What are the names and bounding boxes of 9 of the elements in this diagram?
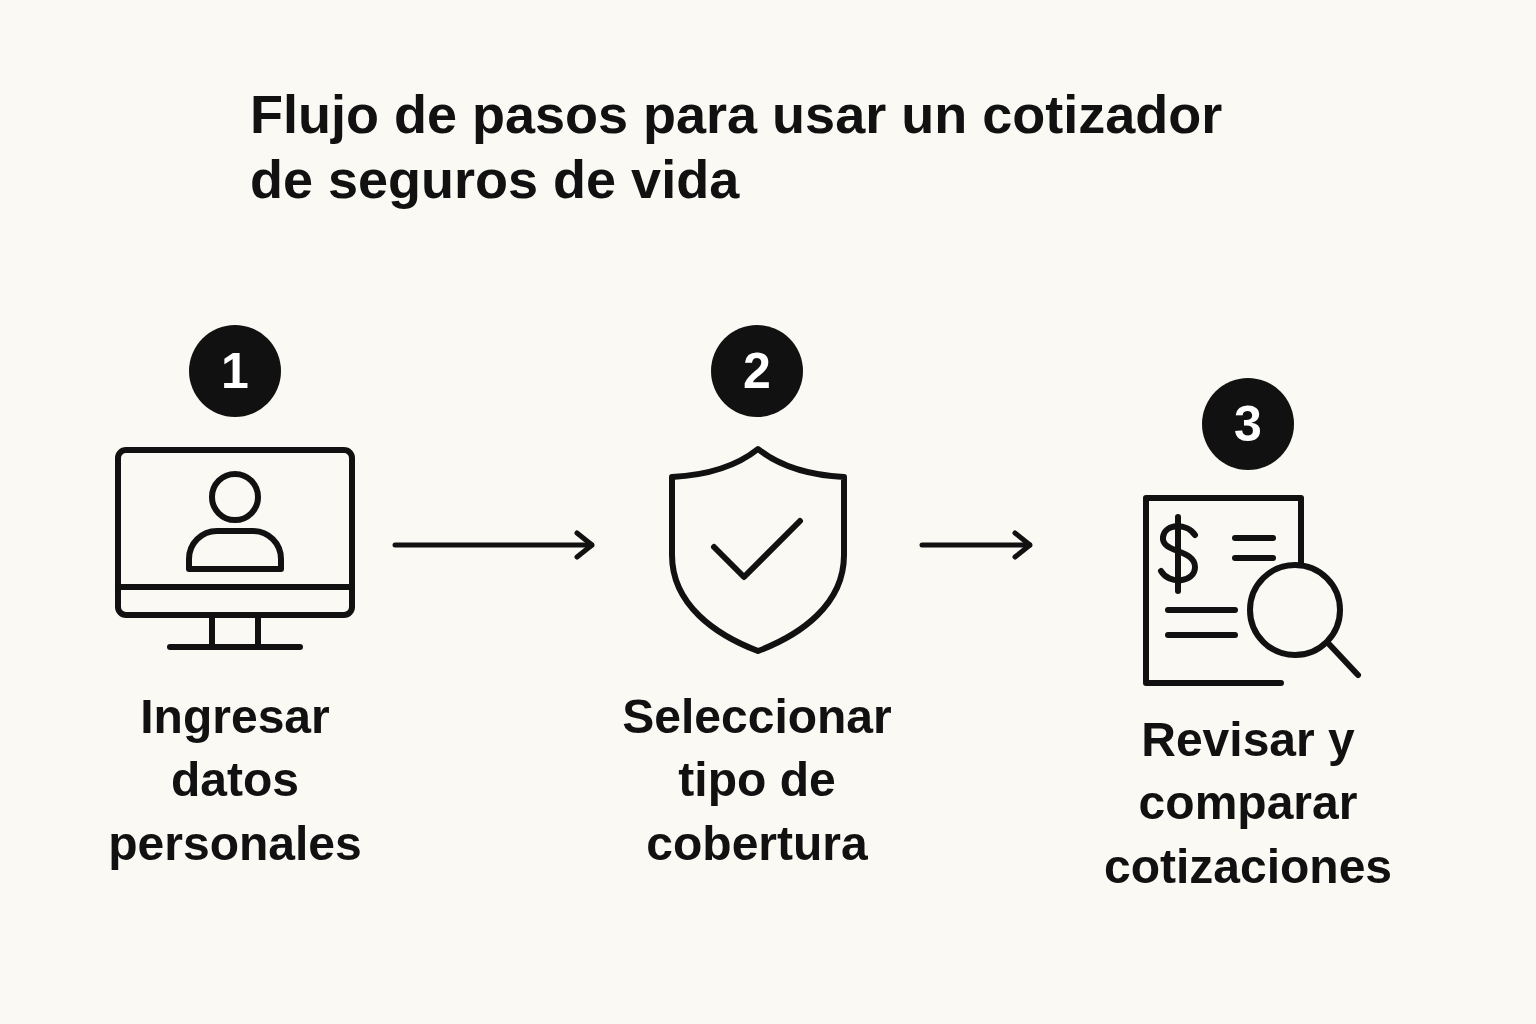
step-number-badge: 3 (1202, 378, 1294, 470)
arrow (392, 530, 595, 560)
title: Flujo de pasos para usar un cotizador de seguros de vida (250, 83, 1224, 211)
arrow (919, 530, 1033, 560)
step-number-badge: 2 (711, 325, 803, 417)
step-label: Revisar y comparar cotizaciones (1102, 712, 1394, 895)
step-label: Ingresar datos personales (107, 689, 363, 872)
step-label: Seleccionar tipo de cobertura (621, 689, 893, 872)
step-number-badge: 1 (189, 325, 281, 417)
